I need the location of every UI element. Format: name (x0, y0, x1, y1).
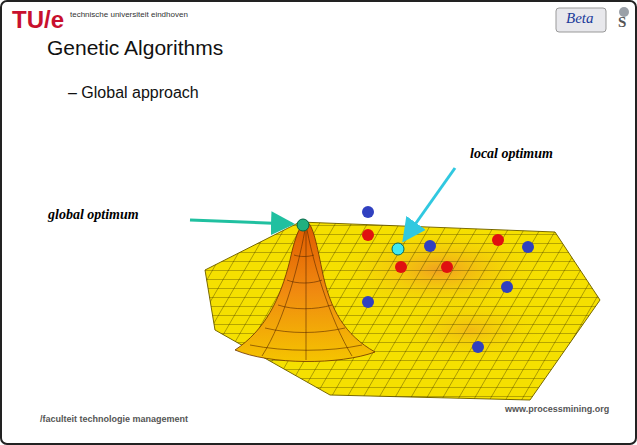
s-logo-text: S (618, 14, 626, 31)
fitness-surface (150, 200, 637, 420)
beta-logo-text: Beta (566, 10, 594, 27)
population-dots (297, 206, 534, 353)
leader-arrow (404, 168, 455, 240)
footer-url: www.processmining.org (505, 404, 609, 414)
callout-label: local optimum (470, 146, 553, 162)
bullet-text: – Global approach (68, 84, 199, 102)
university-name: technische universiteit eindhoven (70, 10, 188, 19)
footer-text: /faculteit technologie management (40, 414, 188, 424)
tue-logo: TU/e (12, 6, 64, 34)
callout-label: global optimum (48, 207, 139, 223)
leader-arrow (190, 220, 292, 224)
slide-title: Genetic Algorithms (47, 36, 223, 60)
beta-logo (556, 8, 606, 32)
